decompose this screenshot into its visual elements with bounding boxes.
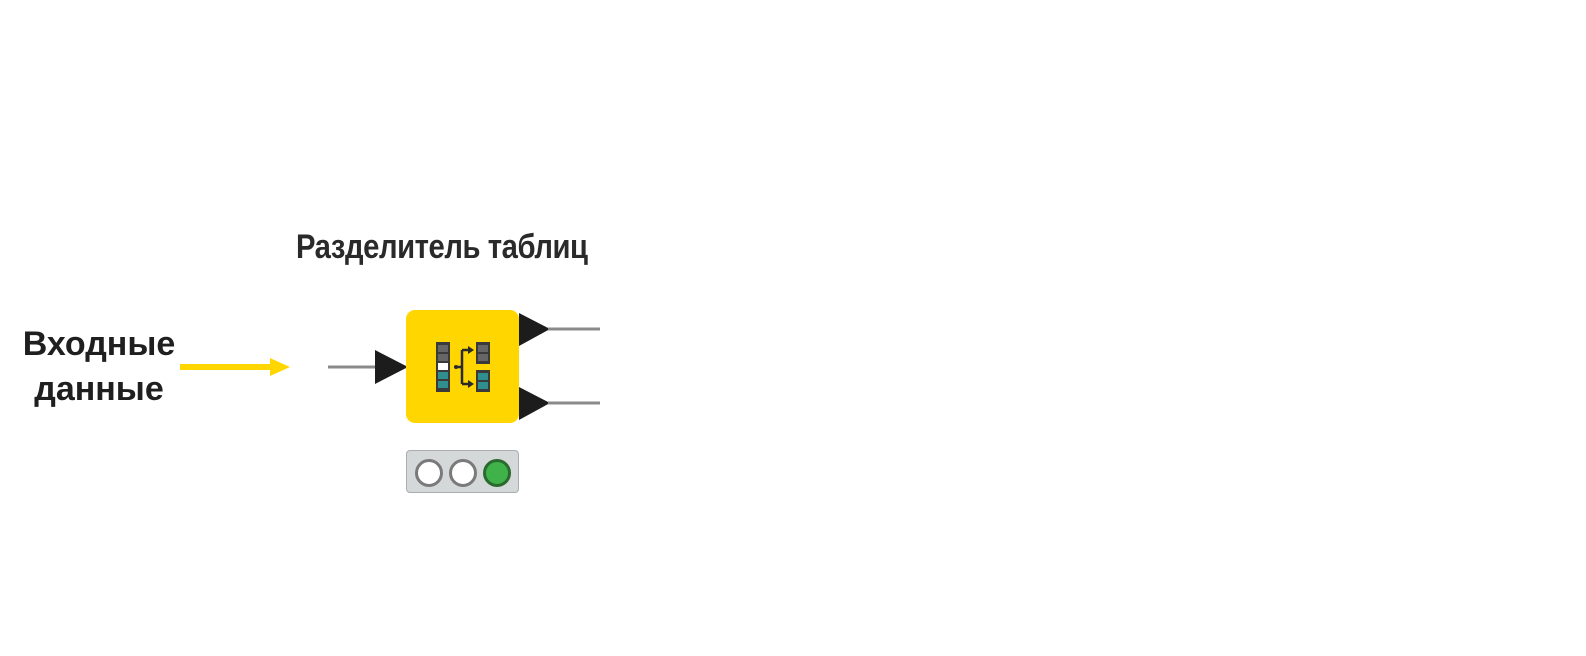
input-label-line-2: данные xyxy=(34,370,164,408)
output-port-bottom[interactable] xyxy=(519,387,550,420)
input-port[interactable] xyxy=(375,350,408,384)
status-light-red-off xyxy=(415,459,443,487)
status-light-green-on xyxy=(483,459,511,487)
output-port-top[interactable] xyxy=(519,313,550,346)
input-arrow xyxy=(180,358,290,376)
input-label-line-1: Входные xyxy=(22,325,176,363)
table-splitter-icon xyxy=(436,342,490,392)
node-status-indicator xyxy=(406,450,519,493)
status-light-yellow-off xyxy=(449,459,477,487)
node-title: Разделитель таблиц xyxy=(296,228,588,266)
table-splitter-node[interactable] xyxy=(406,310,519,423)
input-data-label: Входные данные xyxy=(14,322,184,412)
